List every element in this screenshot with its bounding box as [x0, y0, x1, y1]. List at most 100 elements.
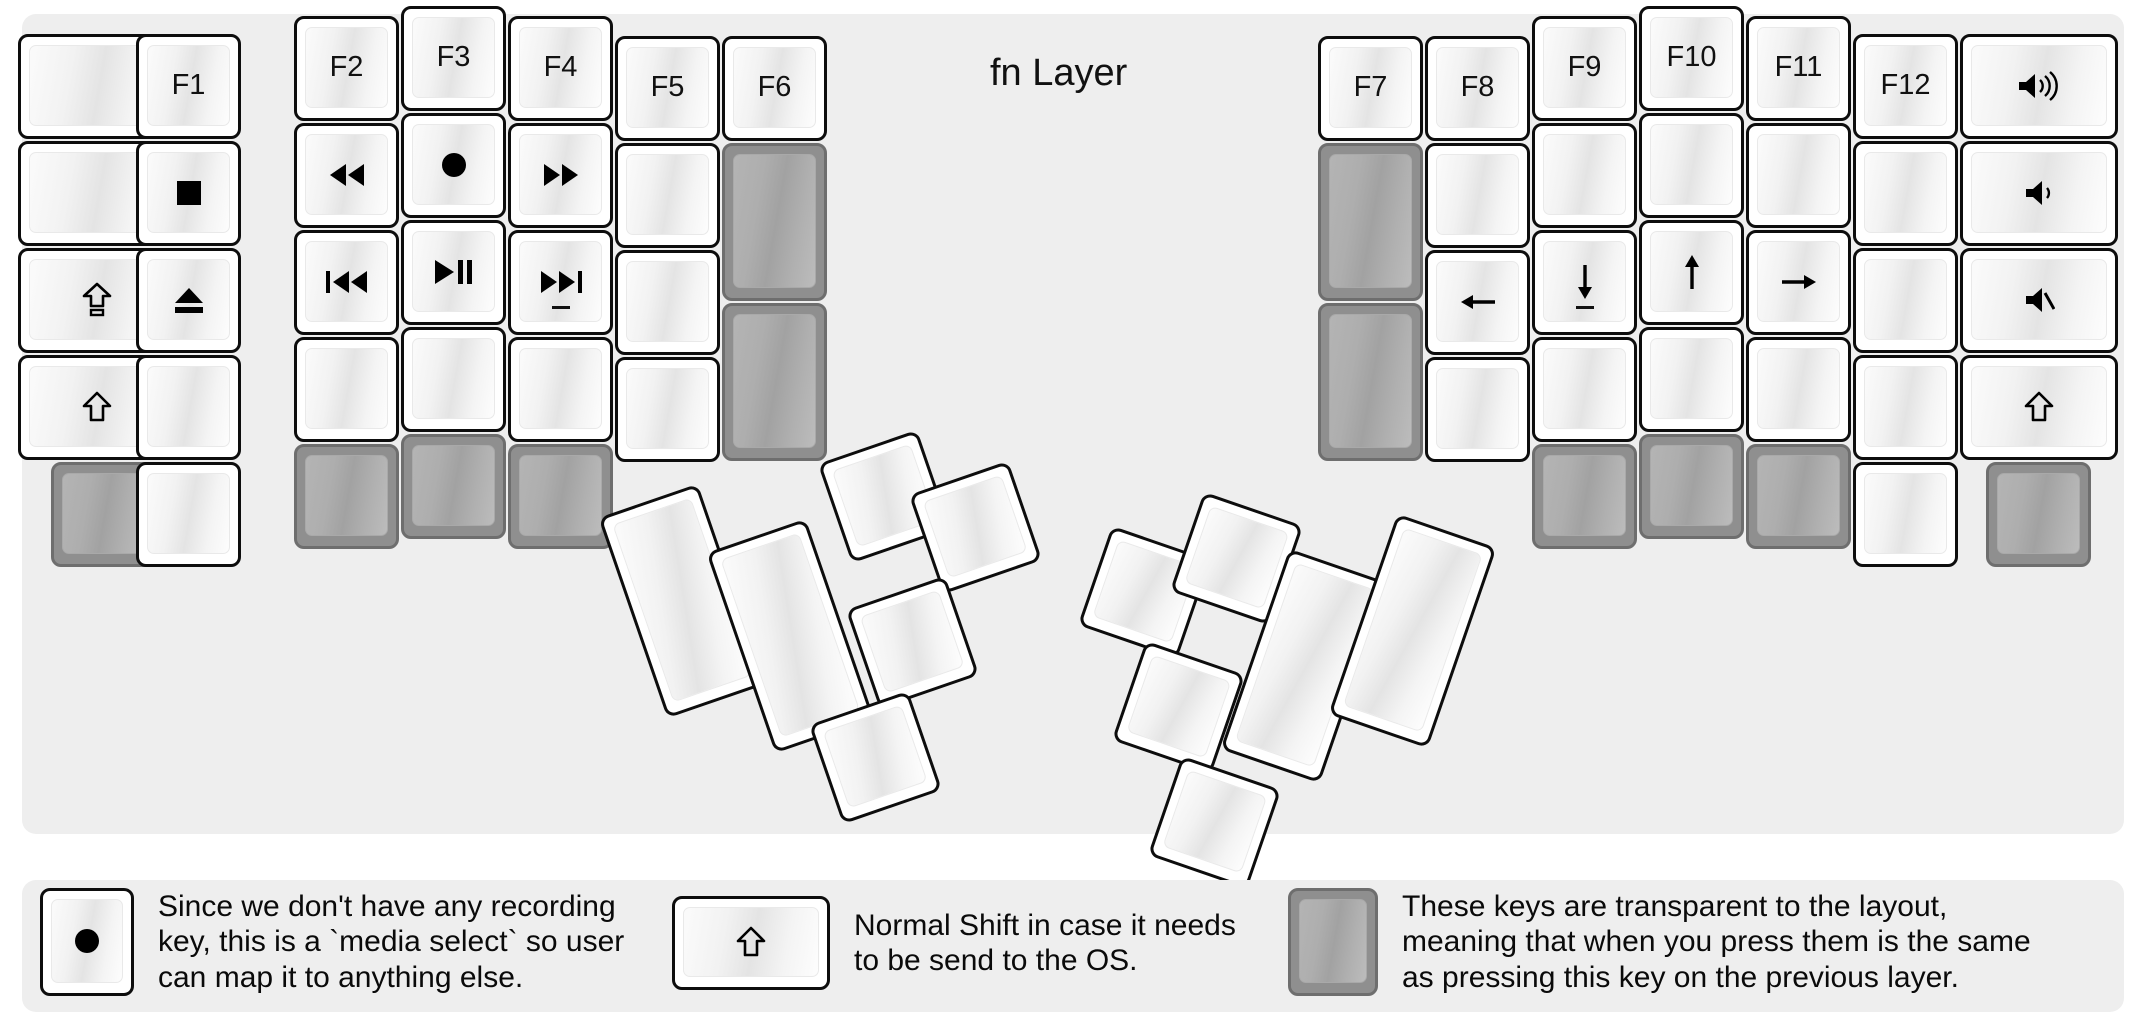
key-fast-forward[interactable] — [508, 123, 613, 228]
key-icon — [327, 162, 367, 188]
key-f8[interactable]: F8 — [1425, 36, 1530, 141]
keycap-surface — [1864, 259, 1947, 340]
key-blank-r3r2[interactable] — [1532, 123, 1637, 228]
key-label: F5 — [650, 71, 685, 103]
legend-item: These keys are transparent to the layout… — [1288, 888, 2031, 996]
key-stop-c2r2[interactable] — [136, 141, 241, 246]
keycap-surface — [1757, 241, 1840, 322]
key-blank-r5r4[interactable] — [1746, 337, 1851, 442]
key-blank-r6r3[interactable] — [1853, 248, 1958, 353]
keycap-surface — [412, 445, 495, 526]
key-blank-r6r5[interactable] — [1853, 462, 1958, 567]
key-arrow-right[interactable] — [1746, 230, 1851, 335]
key-f12[interactable]: F12 — [1853, 34, 1958, 139]
keycap-surface — [1864, 473, 1947, 554]
key-transparent-r3r5[interactable] — [1532, 444, 1637, 549]
key-f7[interactable]: F7 — [1318, 36, 1423, 141]
key-blank-c6r4[interactable] — [615, 357, 720, 462]
key-arrow-up[interactable] — [1639, 220, 1744, 325]
key-transparent-c5r5[interactable] — [508, 444, 613, 549]
key-blank-c2r4[interactable] — [136, 355, 241, 460]
key-icon — [172, 286, 206, 314]
key-f9[interactable]: F9 — [1532, 16, 1637, 121]
keycap-surface — [1650, 445, 1733, 526]
key-arrow-down[interactable] — [1532, 230, 1637, 335]
key-f10[interactable]: F10 — [1639, 6, 1744, 111]
key-volume-mute[interactable] — [1960, 248, 2118, 353]
key-blank-r2r2[interactable] — [1425, 143, 1530, 248]
record-media-select-key[interactable] — [40, 888, 134, 996]
key-transparent-c7r3[interactable] — [722, 303, 827, 461]
key-blank-r6r4[interactable] — [1853, 355, 1958, 460]
keycap-surface — [519, 348, 602, 429]
keycap-surface — [1543, 241, 1626, 322]
page-title: fn Layer — [990, 52, 1128, 94]
key-prev-track[interactable] — [294, 230, 399, 335]
key-transparent-r7r5[interactable] — [1986, 462, 2091, 567]
key-icon — [82, 391, 112, 423]
key-blank-r2r4[interactable] — [1425, 357, 1530, 462]
key-blank-r4r4[interactable] — [1639, 327, 1744, 432]
key-shift-right[interactable] — [1960, 355, 2118, 460]
keycap-surface — [1543, 348, 1626, 429]
key-blank-c6r3[interactable] — [615, 250, 720, 355]
key-icon — [176, 180, 202, 206]
keycap-surface: F7 — [1329, 47, 1412, 128]
key-blank-c5r4[interactable] — [508, 337, 613, 442]
key-icon — [1573, 263, 1597, 301]
key-transparent-r1r3[interactable] — [1318, 303, 1423, 461]
key-blank-c6r2[interactable] — [615, 143, 720, 248]
key-blank-r5r2[interactable] — [1746, 123, 1851, 228]
keycap-surface — [519, 455, 602, 536]
key-blank-r3r4[interactable] — [1532, 337, 1637, 442]
key-volume-down[interactable] — [1960, 141, 2118, 246]
key-blank-c3r4[interactable] — [294, 337, 399, 442]
keycap-surface — [1650, 338, 1733, 419]
key-icon — [1680, 253, 1704, 291]
keycap-surface — [62, 473, 145, 554]
keycap-surface — [1162, 769, 1268, 874]
key-eject-c2r3[interactable] — [136, 248, 241, 353]
key-transparent-r5r5[interactable] — [1746, 444, 1851, 549]
key-blank-c2r5[interactable] — [136, 462, 241, 567]
keycap-surface — [519, 241, 602, 322]
key-f5[interactable]: F5 — [615, 36, 720, 141]
keycap-surface — [305, 241, 388, 322]
shift-key[interactable] — [672, 896, 830, 990]
key-transparent-r1r2[interactable] — [1318, 143, 1423, 301]
key-transparent-c4r5[interactable] — [401, 434, 506, 539]
key-f1[interactable]: F1 — [136, 34, 241, 139]
keycap-surface — [519, 134, 602, 215]
key-label: F9 — [1567, 51, 1602, 83]
key-blank-c4r4[interactable] — [401, 327, 506, 432]
key-blank-r6r2[interactable] — [1853, 141, 1958, 246]
key-f11[interactable]: F11 — [1746, 16, 1851, 121]
key-f2[interactable]: F2 — [294, 16, 399, 121]
key-icon — [440, 151, 468, 179]
key-transparent-r4r5[interactable] — [1639, 434, 1744, 539]
key-next-track[interactable] — [508, 230, 613, 335]
transparent-key[interactable] — [1288, 888, 1378, 996]
key-icon — [538, 269, 584, 295]
keycap-surface: F1 — [147, 45, 230, 126]
key-transparent-c3r5[interactable] — [294, 444, 399, 549]
key-record[interactable] — [401, 113, 506, 218]
key-f4[interactable]: F4 — [508, 16, 613, 121]
key-label: F11 — [1774, 51, 1823, 83]
keycap-surface — [859, 589, 965, 694]
key-label: F1 — [171, 69, 206, 101]
key-f3[interactable]: F3 — [401, 6, 506, 111]
key-f6[interactable]: F6 — [722, 36, 827, 141]
keycap-surface — [922, 474, 1028, 579]
key-volume-up[interactable] — [1960, 34, 2118, 139]
keycap-surface — [1329, 314, 1412, 448]
key-transparent-c7r2[interactable] — [722, 143, 827, 301]
key-icon — [541, 162, 581, 188]
keycap-surface: F10 — [1650, 17, 1733, 98]
key-rewind[interactable] — [294, 123, 399, 228]
key-arrow-left[interactable] — [1425, 250, 1530, 355]
keycap-surface — [147, 152, 230, 233]
key-blank-r4r2[interactable] — [1639, 113, 1744, 218]
key-play-pause[interactable] — [401, 220, 506, 325]
